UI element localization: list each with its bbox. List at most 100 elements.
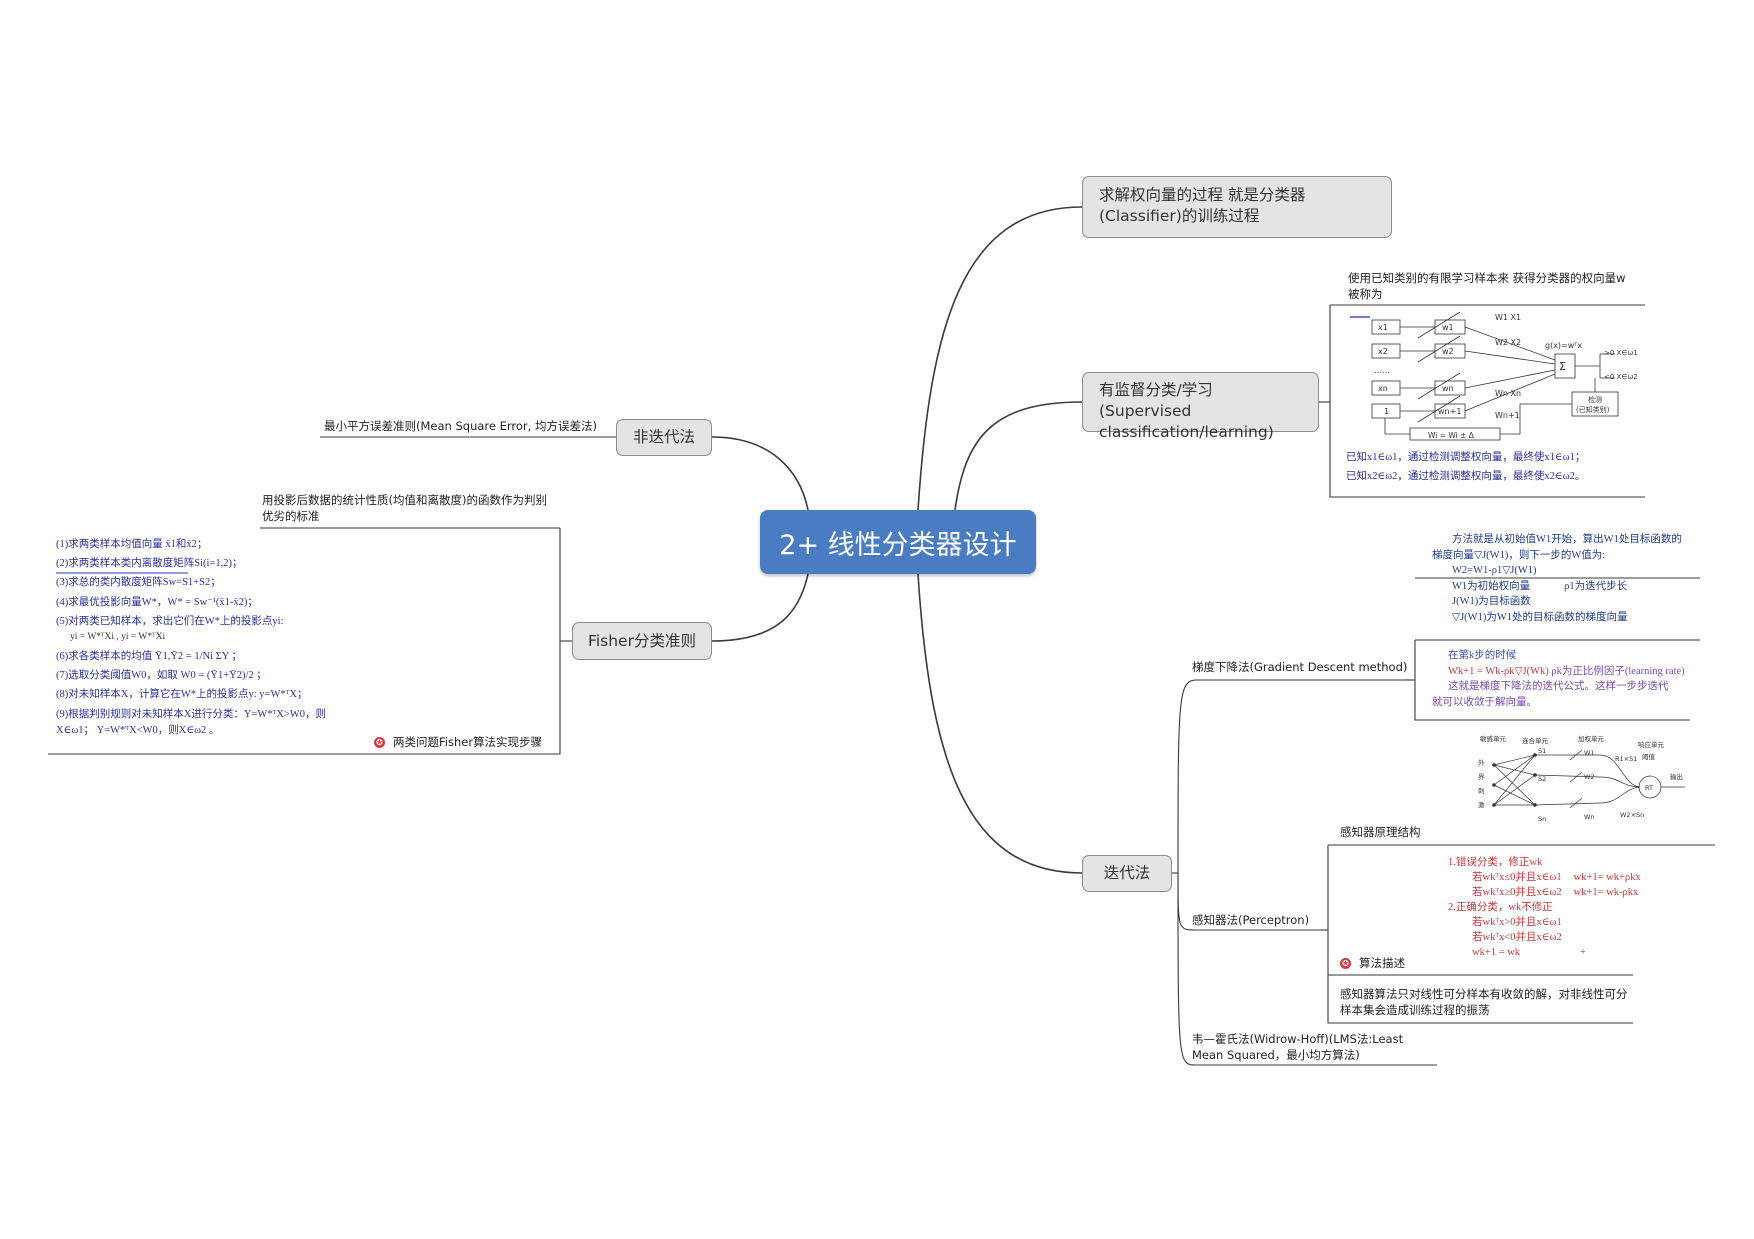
fisher-leaf[interactable]: 用投影后数据的统计性质(均值和离散度)的函数作为判别优劣的标准 [262, 493, 547, 524]
star-icon: ✪ [374, 737, 385, 748]
fisher-step-8: (8)对未知样本X，计算它在W*上的投影点y: y=W*ᵀX； [56, 689, 308, 701]
fisher-step-7: (7)选取分类阈值W0，如取 W0 = (Ȳ1+Ȳ2)/2 ； [56, 670, 267, 682]
fisher-step-9: (9)根据判别规则对未知样本X进行分类：Y=W*ᵀX>W0，则 [56, 708, 326, 720]
supervised-training-diagram: x1 x2 …… xn 1 W1 X1 W2 X2 Wn Xn Wn+1 w1 … [1371, 311, 1638, 441]
gd-desc-6: J(W1)为目标函数 [1452, 596, 1531, 607]
supervised-note: 使用已知类别的有限学习样本来 获得分类器的权向量w 被称为 [1348, 271, 1626, 302]
algo-6: 2.正确分类，wk不修正 [1448, 902, 1553, 913]
fisher-step-2: (2)求两类样本类内离散度矩阵Si(i=1,2)； [56, 558, 243, 570]
dia-w1: w1 [1442, 323, 1454, 332]
fisher-step-4: (4)求最优投影向量W*，W* = Sw⁻¹(x̄1-x̄2)； [56, 596, 258, 608]
rule-1: 已知x1∈ω1，通过检测调整权向量，最终使x1∈ω1； [1346, 452, 1586, 463]
perceptron-structure-label: 感知器原理结构 [1340, 825, 1421, 839]
algo-plus: + [1580, 947, 1586, 958]
gd-step-3: ρk为正比例因子(learning rate) [1551, 665, 1685, 677]
pc-ext-3: 刺 [1478, 787, 1485, 795]
pc-ext-2: 界 [1478, 773, 1485, 781]
fisher-steps: (1)求两类样本均值向量 x̄1和x̄2； (2)求两类样本类内离散度矩阵Si(… [56, 535, 556, 737]
gd-desc-4: W1为初始权向量 [1452, 580, 1531, 592]
perceptron-structure-diagram: 敏感单元 连合单元 加权单元 响应单元 阈值 输出 外 界 刺 激 S1 S2 … [1478, 735, 1685, 823]
algo-4: 若wkᵀx≥0并且x∈ω2 [1472, 887, 1562, 898]
fisher-step-9b: X∈ω1； Y=W*ᵀX<W0，则X∈ω2 。 [56, 724, 220, 736]
dia-gx: g(x)=wᵀx [1545, 341, 1582, 350]
algo-5: wk+1= wk-ρkx [1573, 887, 1639, 898]
dia-x1: x1 [1378, 323, 1388, 332]
gd-desc-7: ▽J(W1)为W1处的目标函数的梯度向量 [1452, 611, 1628, 623]
fisher-steps-label-text: 两类问题Fisher算法实现步骤 [393, 735, 543, 749]
dia-lt0: <0 X∈ω2 [1604, 373, 1638, 381]
dia-known: (已知类别) [1576, 405, 1610, 414]
pc-s2: S2 [1538, 775, 1546, 783]
dia-check: 检测 [1588, 395, 1602, 404]
pc-w2: W2 [1584, 773, 1595, 781]
fisher-step-3: (3)求总的类内散度矩阵Sw=S1+S2； [56, 577, 221, 589]
dia-wn: wn [1442, 384, 1454, 393]
pc-ext-4: 激 [1478, 800, 1485, 809]
gd-desc-1: 方法就是从初始值W1开始，算出W1处目标函数的 [1452, 534, 1682, 545]
algo-8: 若wkᵀx<0并且x∈ω2 [1472, 932, 1562, 943]
pc-sense: 敏感单元 [1480, 735, 1507, 743]
algo-2: 若wkᵀx≤0并且x∈ω1 [1472, 872, 1562, 883]
pc-r1s1: R1×S1 [1615, 755, 1637, 763]
pc-assoc: 连合单元 [1522, 736, 1549, 745]
rule-2: 已知x2∈ω2，通过检测调整权向量，最终使x2∈ω2。 [1346, 471, 1586, 483]
gd-description: 方法就是从初始值W1开始，算出W1处目标函数的 梯度向量▽J(W1)，则下一步的… [1432, 532, 1712, 625]
fisher-step-6: (6)求各类样本的均值 Ȳ1,Ȳ2 = 1/Ni ΣY ； [56, 651, 243, 663]
pc-ext-1: 外 [1478, 758, 1485, 767]
gd-step-2: Wk+1 = Wk-ρk▽J(Wk) [1448, 665, 1549, 677]
dia-w1x1: W1 X1 [1495, 313, 1521, 322]
gd-desc-2: 梯度向量▽J(W1)，则下一步的W值为: [1432, 549, 1606, 561]
gd-step-4: 这就是梯度下降法的迭代公式。这样一步步迭代 [1448, 681, 1669, 692]
mse-leaf[interactable]: 最小平方误差准则(Mean Square Error, 均方误差法) [324, 419, 597, 433]
algo-3: wk+1= wk+ρkx [1573, 872, 1641, 883]
star-icon: ✪ [1340, 958, 1351, 969]
dia-one: 1 [1384, 407, 1389, 416]
pc-output: 输出 [1670, 772, 1683, 781]
pc-w2sn: W2×Sn [1620, 811, 1644, 819]
algo-9: wk+1 = wk [1472, 947, 1521, 958]
dia-wn1-box: wn+1 [1438, 407, 1461, 416]
fisher-step-5: (5)对两类已知样本，求出它们在W*上的投影点yi: [56, 615, 284, 627]
dia-update: Wi = Wi ± Δ [1428, 431, 1475, 440]
dia-dots: …… [1374, 366, 1390, 375]
gd-step-5: 就可以收敛于解向量。 [1432, 696, 1537, 708]
gd-step-1: 在第k步的时候 [1448, 650, 1517, 661]
lms-node[interactable]: 韦—霍氏法(Widrow-Hoff)(LMS法:Least Mean Squar… [1192, 1032, 1404, 1063]
gradient-descent-node[interactable]: 梯度下降法(Gradient Descent method) [1192, 660, 1408, 674]
gd-iteration: 在第k步的时候 Wk+1 = Wk-ρk▽J(Wk) ρk为正比例因子(lear… [1432, 648, 1712, 710]
pc-response: 响应单元 [1638, 740, 1665, 749]
dia-x2: x2 [1378, 347, 1388, 356]
topic-supervised[interactable]: 有监督分类/学习(Supervised classification/learn… [1082, 372, 1319, 441]
algo-7: 若wkᵀx>0并且x∈ω1 [1472, 917, 1562, 928]
dia-xn: xn [1378, 384, 1388, 393]
gd-desc-5: ρ1为迭代步长 [1564, 580, 1628, 592]
algo-label-text: 算法描述 [1359, 956, 1405, 970]
pc-wn: Wn [1584, 813, 1595, 821]
pc-w1: W1 [1584, 749, 1595, 757]
algo-1: 1.错误分类，修正wk [1448, 857, 1543, 868]
topic-fisher[interactable]: Fisher分类准则 [572, 622, 712, 660]
topic-iterative[interactable]: 迭代法 [1082, 855, 1172, 892]
dia-sigma: Σ [1559, 360, 1566, 373]
pc-sn: Sn [1538, 815, 1546, 823]
topic-non-iterative[interactable]: 非迭代法 [616, 419, 712, 456]
pc-threshold: 阈值 [1642, 752, 1656, 761]
perceptron-node[interactable]: 感知器法(Perceptron) [1192, 913, 1310, 927]
fisher-step-5b: yi = W*ᵀXi , yi = W*ᵀXi [70, 632, 166, 643]
perceptron-algorithm: 1.错误分类，修正wk 若wkᵀx≤0并且x∈ω1 wk+1= wk+ρkx 若w… [1448, 855, 1648, 960]
pc-rt: RT [1645, 784, 1653, 792]
pc-s1: S1 [1538, 747, 1546, 755]
supervised-rules: 已知x1∈ω1，通过检测调整权向量，最终使x1∈ω1； 已知x2∈ω2，通过检测… [1346, 448, 1646, 486]
fisher-step-1: (1)求两类样本均值向量 x̄1和x̄2； [56, 539, 208, 550]
perceptron-note: 感知器算法只对线性可分样本有收敛的解，对非线性可分样本集会造成训练过程的振荡 [1340, 987, 1628, 1018]
topic-training-process[interactable]: 求解权向量的过程 就是分类器(Classifier)的训练过程 [1082, 176, 1392, 238]
dia-w2: w2 [1442, 347, 1454, 356]
pc-weight: 加权单元 [1578, 735, 1605, 743]
dia-w2x2: W2 X2 [1495, 338, 1521, 347]
fisher-steps-label: ✪ 两类问题Fisher算法实现步骤 [374, 734, 564, 750]
root-topic[interactable]: 2+ 线性分类器设计 [760, 510, 1036, 574]
dia-wnxn: Wn Xn [1495, 389, 1521, 398]
dia-gt0: >0 X∈ω1 [1604, 349, 1638, 357]
gd-desc-3: W2=W1-ρ1▽J(W1) [1452, 565, 1537, 576]
